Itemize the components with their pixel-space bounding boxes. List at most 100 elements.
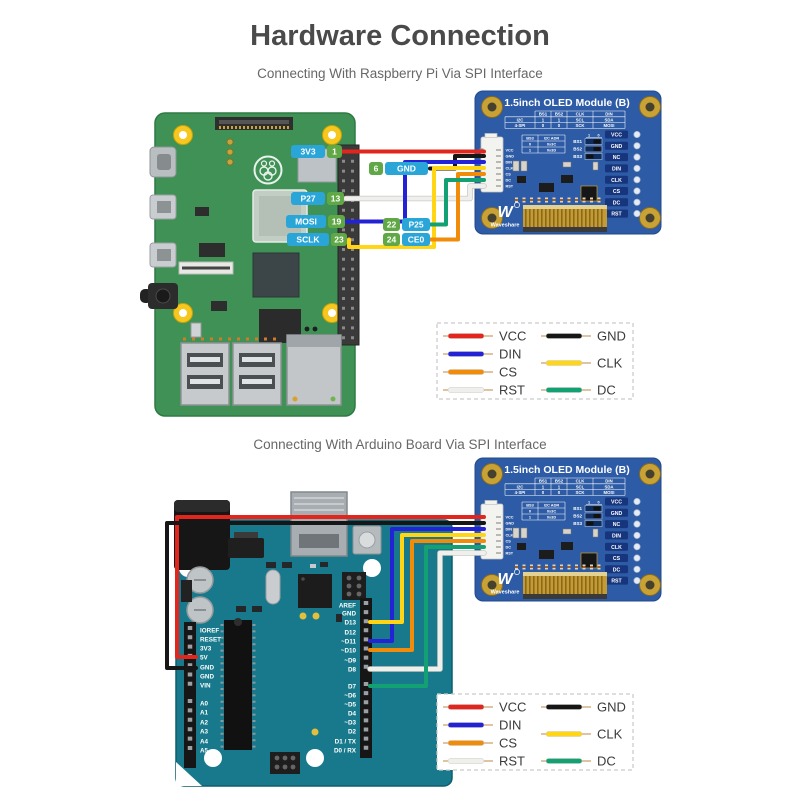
wire-clk-arduino [368,533,486,624]
pin-vin: VIN [200,682,211,689]
pin-gnd-top: GND [342,610,356,617]
pin-aref: AREF [339,602,356,609]
wire-cs-arduino [368,539,486,652]
pi-micro-hdmi-port-0 [149,194,177,220]
pin-gnd-2: GND [200,673,214,680]
pi-badge-p27: P27 13 [291,192,344,205]
pi-badge-p27-label: P27 [300,194,315,204]
arduino-power-jack [174,500,230,570]
pin-d10: ~D10 [341,647,357,654]
pi-badge-sclk: SCLK 23 [287,233,347,246]
arduino-left-pin-labels: IOREF RESET 3V3 5V GND GND VIN A0 A1 A2 … [200,627,221,754]
arduino-board: IOREF RESET 3V3 5V GND GND VIN A0 A1 A2 … [174,491,453,787]
pin-d7: D7 [348,683,357,690]
pi-display-connector [178,261,234,275]
oled-module-pi [475,91,661,234]
pi-badge-p25: 22 P25 [383,218,430,231]
wire-cs-pi [428,172,486,242]
pi-badge-sclk-pin: 23 [334,235,344,245]
wire-din-pi [344,160,486,224]
pin-gnd-1: GND [200,664,214,671]
pin-d11: ~D11 [341,638,356,645]
pi-badge-3v3-label: 3V3 [300,147,315,157]
wire-legend-arduino [436,693,634,771]
wire-din-arduino [368,527,486,643]
pin-a4: A4 [200,738,209,745]
pin-a5: A5 [200,747,209,754]
pin-d0-rx: D0 / RX [334,747,357,754]
pi-badge-ce0: 24 CE0 [383,233,430,246]
arduino-right-pin-header [360,598,372,758]
wire-rst-arduino [368,551,486,671]
oled-module-arduino [475,458,661,601]
pi-camera-screws [226,138,234,166]
pi-mounting-holes [173,125,342,323]
wire-dc-arduino [368,545,486,688]
pin-d5: ~D5 [344,701,356,708]
pi-badge-mosi-label: MOSI [295,217,317,227]
pin-d4: D4 [348,710,357,717]
arduino-mcu-smd [298,574,332,608]
arduino-crystal [265,569,281,605]
pin-d3: ~D3 [344,719,356,726]
pi-pin-badges: 3V3 1 6 GND P27 13 MOSI 19 22 P25 [286,145,430,246]
pi-badge-gnd-pin: 6 [374,164,379,174]
wire-rst-pi [344,184,486,201]
pi-badge-3v3: 3V3 1 [291,145,342,158]
pi-badge-p27-pin: 13 [331,194,341,204]
arduino-icsp-header-bottom [270,752,300,774]
pin-reset: RESET [200,636,221,643]
pin-a2: A2 [200,719,209,726]
pi-micro-hdmi-port-1 [149,242,177,268]
pi-badge-ce0-pin: 24 [387,235,397,245]
wire-legend-pi [436,322,634,400]
arduino-leds [299,612,320,736]
pi-usb-port-stack-1 [232,342,282,406]
arduino-voltage-regulator [228,532,264,558]
pi-audio-jack [140,283,178,309]
pi-usb-port-stack-0 [180,342,230,406]
pin-d13: D13 [344,619,356,626]
arduino-left-pin-header [184,622,196,768]
arduino-reset-button [352,525,382,555]
arduino-right-pin-labels: AREF GND D13 D12 ~D11 ~D10 ~D9 D8 D7 ~D6… [334,602,357,754]
pi-badge-gnd: 6 GND [369,162,428,175]
pin-d6: ~D6 [344,692,356,699]
pi-badge-p25-pin: 22 [387,220,397,230]
pin-a1: A1 [200,709,209,716]
arduino-smd-components [236,562,342,622]
pin-3v3: 3V3 [200,645,212,652]
wire-dc-pi [428,178,486,227]
pi-badge-gnd-label: GND [397,164,416,174]
pin-d12: D12 [344,629,356,636]
pi-ethernet-port [286,334,342,406]
arduino-icsp-header-top [342,572,366,600]
section-subtitle-arduino: Connecting With Arduino Board Via SPI In… [253,437,546,452]
pin-ioref: IOREF [200,627,219,634]
pin-d2: D2 [348,728,357,735]
arduino-wires [165,515,487,688]
pi-usbc-port [149,146,177,178]
raspberry-pi-board [140,112,360,417]
pi-badge-p25-label: P25 [408,220,423,230]
arduino-dip-chip [220,618,256,750]
pi-badge-sclk-label: SCLK [296,235,320,245]
pi-badge-mosi-pin: 19 [332,217,342,227]
page-title: Hardware Connection [250,20,550,52]
pi-badge-ce0-label: CE0 [408,235,425,245]
pi-csi-connector [215,117,293,130]
arduino-corner-cut [176,762,202,786]
pin-a3: A3 [200,728,209,735]
wire-clk-pi [347,166,486,249]
pi-wires [341,149,487,249]
pi-ram-chip [252,252,300,298]
section-subtitle-pi: Connecting With Raspberry Pi Via SPI Int… [257,66,543,81]
pin-d8: D8 [348,666,357,673]
pin-a0: A0 [200,700,209,707]
pi-badge-3v3-pin: 1 [332,147,337,157]
pin-5v: 5V [200,654,209,661]
arduino-capacitors [181,566,214,624]
raspberry-logo [253,155,283,185]
